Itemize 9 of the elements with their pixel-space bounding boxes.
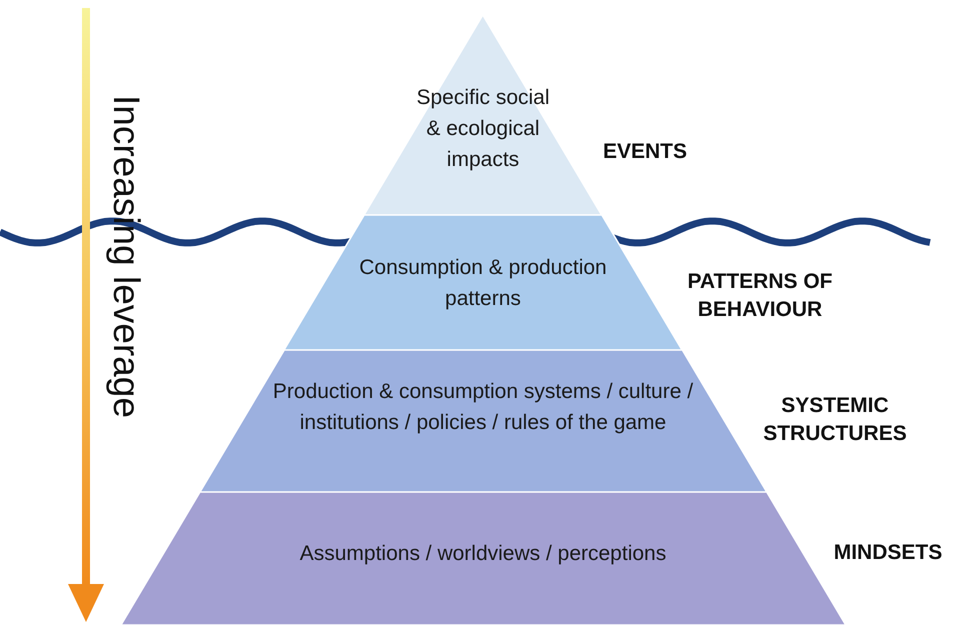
- level-description: Assumptions / worldviews / perceptions: [298, 541, 668, 567]
- level-name: EVENTS: [602, 139, 688, 165]
- level-description: Production & consumption systems / culture / institutions / policies / rules of the game: [272, 379, 694, 436]
- level-name: SYSTEMIC STRUCTURES: [762, 393, 908, 447]
- axis-caption: Increasing leverage: [105, 95, 147, 418]
- level-name: MINDSETS: [832, 540, 944, 566]
- level-description: Specific social & ecological impacts: [415, 85, 551, 173]
- level-description: Consumption & production patterns: [358, 255, 608, 312]
- level-name: PATTERNS OF BEHAVIOUR: [686, 269, 834, 323]
